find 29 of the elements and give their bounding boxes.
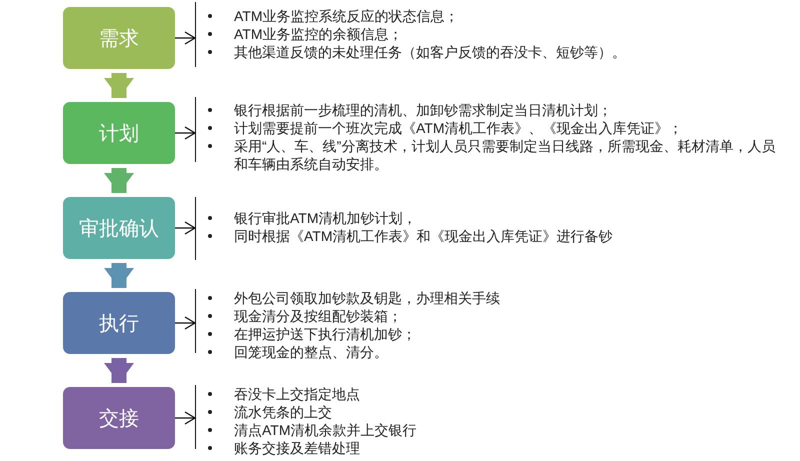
- bullet-text: 在押运护送下执行清机加钞；: [234, 326, 416, 342]
- bullet-text: 吞没卡上交指定地点: [234, 386, 360, 402]
- arrow: [175, 126, 196, 140]
- bullet-text: 账务交接及差错处理: [234, 440, 360, 456]
- block-arrow: [104, 168, 134, 193]
- bullet-text: 采用“人、车、线”分离技术，计划人员只需要制定当日线路，所需现金、耗材清单，人员和车辆由系统自动安排。: [234, 138, 776, 172]
- arrow: [175, 411, 196, 425]
- bullet-text: ATM业务监控系统反应的状态信息；: [234, 8, 459, 24]
- bullet-text: 银行根据前一步梳理的清机、加卸钞需求制定当日清机计划；: [234, 102, 612, 118]
- bullet-text: 外包公司领取加钞款及钥匙，办理相关手续: [234, 290, 500, 306]
- step-box: 需求: [63, 7, 175, 69]
- step-box: 交接: [63, 387, 175, 449]
- bullet-text: 同时根据《ATM清机工作表》和《现金出入库凭证》进行备钞: [234, 228, 613, 244]
- step-box: 审批确认: [63, 197, 175, 259]
- block-arrow: [104, 73, 134, 98]
- arrow: [175, 316, 196, 330]
- block-arrow: [104, 263, 134, 288]
- bullet-text: 计划需要提前一个班次完成《ATM清机工作表》、《现金出入库凭证》；: [234, 120, 683, 136]
- step-box: 执行: [63, 292, 175, 354]
- bullet-text: 银行审批ATM清机加钞计划，: [234, 210, 417, 226]
- bullet-text: ATM业务监控的余额信息；: [234, 26, 403, 42]
- bullet-text: 其他渠道反馈的未处理任务（如客户反馈的吞没卡、短钞等）。: [234, 44, 626, 60]
- bullet-text: 流水凭条的上交: [234, 404, 332, 420]
- step-box: 计划: [63, 102, 175, 164]
- arrow: [175, 221, 196, 235]
- bullet-text: 回笼现金的整点、清分。: [234, 344, 388, 360]
- bullet-text: 现金清分及按组配钞装箱；: [234, 308, 402, 324]
- arrow: [175, 31, 196, 45]
- bullet-text: 清点ATM清机余款并上交银行: [234, 422, 417, 438]
